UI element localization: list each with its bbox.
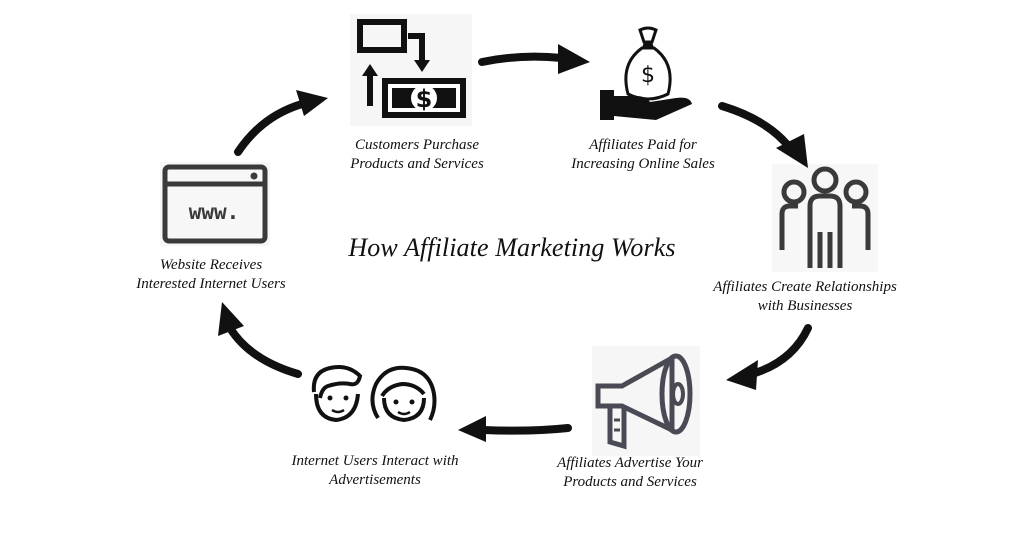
step-label-line: Products and Services xyxy=(563,474,697,490)
step-label-website-receives: Website Receives Interested Internet Use… xyxy=(104,256,318,294)
purchase-dollar-icon: $ xyxy=(350,14,472,126)
dollar-sign: $ xyxy=(416,85,433,113)
arrow-interact-to-website xyxy=(218,302,302,378)
step-label-affiliates-advertise: Affiliates Advertise Your Products and S… xyxy=(530,454,730,492)
diagram-title: How Affiliate Marketing Works xyxy=(348,233,676,262)
step-label-line: Advertisements xyxy=(329,472,421,488)
step-label-line: Customers Purchase xyxy=(354,137,480,153)
arrow-website-to-purchase xyxy=(234,90,328,156)
browser-url-text: www. xyxy=(189,200,240,224)
arrow-advertise-to-interact xyxy=(458,416,572,442)
step-label-line: with Businesses xyxy=(757,298,853,314)
bag-dollar-sign: $ xyxy=(641,63,655,88)
step-label-line: Increasing Online Sales xyxy=(571,156,715,172)
faces-icon xyxy=(311,365,437,423)
megaphone-icon xyxy=(592,346,700,456)
step-label-users-interact: Internet Users Interact with Advertiseme… xyxy=(270,452,480,490)
money-bag-hand-icon: $ xyxy=(600,26,692,120)
step-label-line: Affiliates Advertise Your xyxy=(557,455,703,471)
step-label-line: Website Receives xyxy=(159,257,263,273)
website-browser-icon: www. xyxy=(160,162,270,246)
arrow-relationships-to-advertise xyxy=(726,324,812,390)
step-label-customers-purchase: Customers Purchase Products and Services xyxy=(317,136,517,174)
step-label-line: Interested Internet Users xyxy=(136,276,286,292)
step-label-affiliates-paid: Affiliates Paid for Increasing Online Sa… xyxy=(548,136,738,174)
step-label-line: Products and Services xyxy=(350,156,484,172)
arrow-purchase-to-paid xyxy=(478,44,590,74)
step-label-line: Affiliates Create Relationships xyxy=(713,279,897,295)
people-group-icon xyxy=(772,164,878,272)
step-label-create-relationships: Affiliates Create Relationships with Bus… xyxy=(690,278,920,316)
step-label-line: Affiliates Paid for xyxy=(589,137,697,153)
step-label-line: Internet Users Interact with xyxy=(291,453,459,469)
